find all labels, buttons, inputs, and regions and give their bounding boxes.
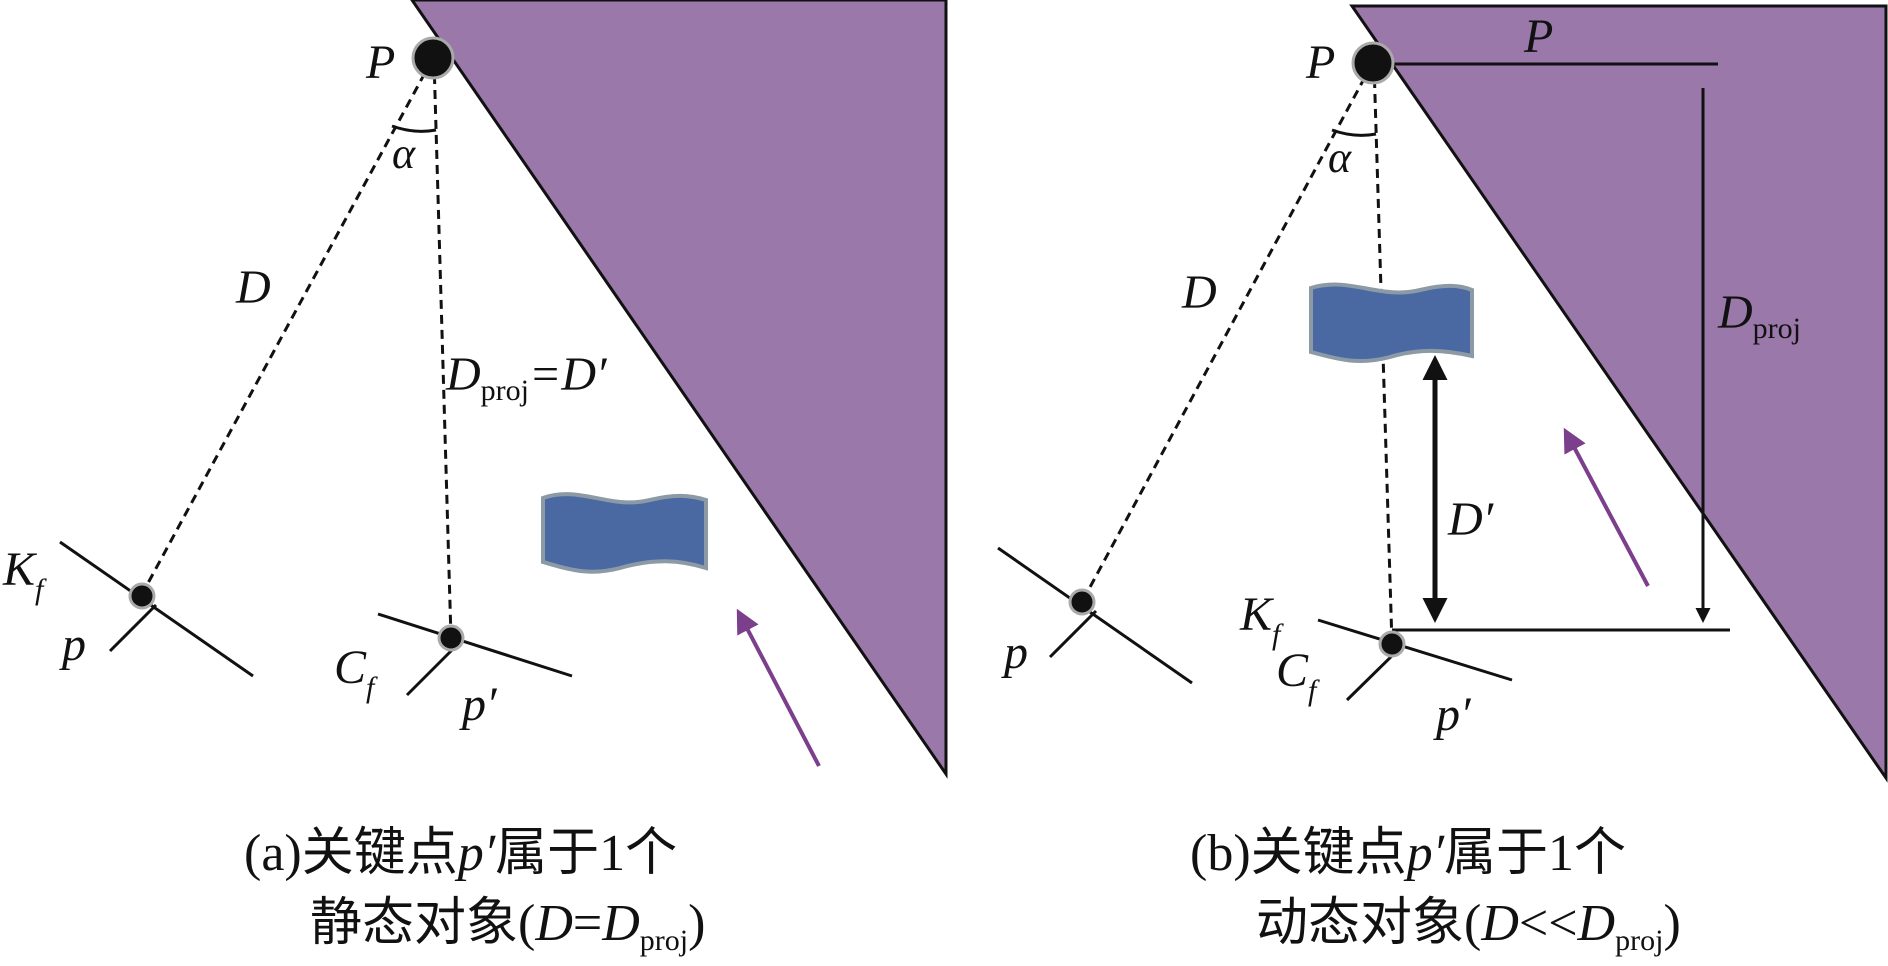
label-dproj: Dproj xyxy=(1717,286,1801,345)
keyframe-plane-line xyxy=(59,540,254,678)
label-alpha: α xyxy=(392,129,416,178)
current-frame-plane-line xyxy=(377,612,573,678)
label-cf: Cf xyxy=(1276,644,1320,707)
label-d: D xyxy=(1181,266,1217,319)
label-p-prime: p′ xyxy=(1433,688,1472,741)
caption-b-line2: 动态对象(D<<Dproj) xyxy=(1256,895,1681,957)
panel-a: P α D Dproj=D′ Kf p Cf p′ (a)关键点p′属于1个 静… xyxy=(2,0,948,957)
label-dproj-eq: Dproj=D′ xyxy=(445,348,608,407)
caption-a-line2: 静态对象(D=Dproj) xyxy=(310,895,705,957)
keyframe-point xyxy=(1068,588,1096,616)
distance-line-dproj xyxy=(432,59,453,639)
camera-frustum xyxy=(410,0,948,779)
camera-frustum xyxy=(1349,4,1888,783)
motion-arrow xyxy=(1563,427,1650,587)
label-kf: Kf xyxy=(1239,588,1284,651)
label-p-small: p xyxy=(59,618,86,671)
distance-line-d xyxy=(1080,63,1374,603)
angle-arc xyxy=(391,124,437,133)
distance-line-d xyxy=(139,59,434,597)
label-cf: Cf xyxy=(334,641,378,704)
current-frame-point xyxy=(1378,630,1406,658)
keyframe-plane-line xyxy=(997,546,1193,685)
label-p-small: p xyxy=(1001,626,1028,679)
label-alpha: α xyxy=(1328,133,1352,182)
panel-b: P P α D Dproj D′ Kf p Cf p′ (b)关键点p′属于1个… xyxy=(997,4,1888,957)
label-dprime: D′ xyxy=(1447,493,1495,546)
point-p xyxy=(411,36,455,80)
point-p xyxy=(1351,41,1395,85)
angle-arc xyxy=(1331,128,1377,137)
label-p-prime: p′ xyxy=(459,678,498,731)
label-p-top: P xyxy=(1523,10,1553,63)
current-frame-point xyxy=(437,624,465,652)
keyframe-point xyxy=(128,582,156,610)
motion-arrow xyxy=(736,608,821,767)
keyframe-axis-line xyxy=(108,603,158,653)
label-d: D xyxy=(235,261,271,314)
label-p-point: P xyxy=(365,36,395,89)
caption-b-line1: (b)关键点p′属于1个 xyxy=(1190,825,1626,882)
current-frame-plane-line xyxy=(1317,618,1513,682)
caption-a-line1: (a)关键点p′属于1个 xyxy=(244,825,677,882)
dynamic-object xyxy=(1309,282,1474,363)
static-object xyxy=(541,492,708,574)
label-kf: Kf xyxy=(2,543,47,606)
keyframe-axis-line xyxy=(1048,609,1098,659)
label-p-point: P xyxy=(1305,36,1335,89)
